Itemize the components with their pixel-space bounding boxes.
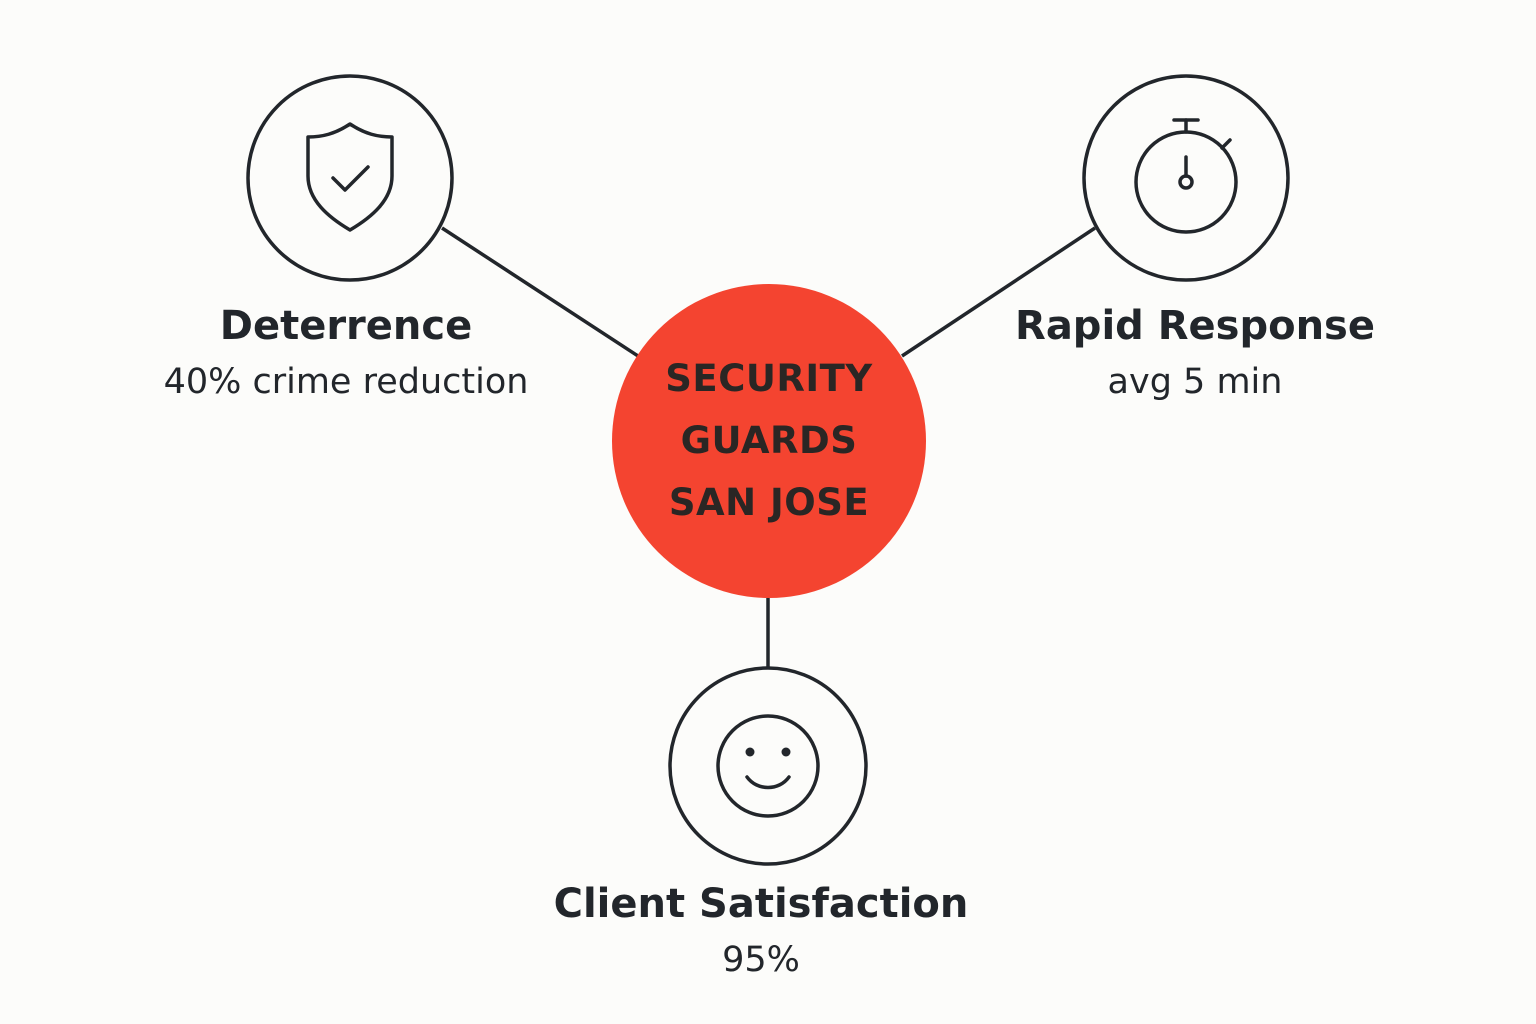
node-title-deterrence: Deterrence — [219, 303, 473, 349]
hub-label: SECURITY GUARDS SAN JOSE — [612, 284, 926, 598]
hub-label-line-2: GUARDS — [680, 419, 858, 462]
connector-rapid-response — [901, 226, 1096, 358]
hub-label-line-1: SECURITY — [665, 357, 873, 400]
node-title-rapid-response: Rapid Response — [1015, 303, 1375, 349]
connector-deterrence — [441, 226, 639, 358]
node-circle-client-satisfaction — [668, 666, 868, 866]
label-rapid-response: Rapid Response avg 5 min — [1015, 300, 1375, 412]
node-deterrence — [246, 74, 454, 282]
node-circle-deterrence — [246, 74, 454, 282]
label-client-satisfaction: Client Satisfaction 95% — [554, 878, 969, 990]
label-deterrence: Deterrence 40% crime reduction — [164, 300, 529, 412]
node-title-client-satisfaction: Client Satisfaction — [553, 881, 969, 927]
smiley-eye-left — [745, 747, 755, 757]
shield-check-icon — [306, 122, 394, 232]
node-value-rapid-response: avg 5 min — [1107, 362, 1283, 402]
hub-label-line-3: SAN JOSE — [668, 481, 870, 524]
hub-circle — [612, 284, 926, 598]
node-value-client-satisfaction: 95% — [722, 940, 800, 980]
node-value-deterrence: 40% crime reduction — [163, 362, 529, 402]
smiley-icon — [716, 714, 820, 818]
smiley-eye-right — [781, 747, 791, 757]
stopwatch-icon — [1134, 118, 1238, 234]
node-rapid-response — [1082, 74, 1290, 282]
node-client-satisfaction — [668, 666, 868, 866]
node-circle-rapid-response — [1082, 74, 1290, 282]
